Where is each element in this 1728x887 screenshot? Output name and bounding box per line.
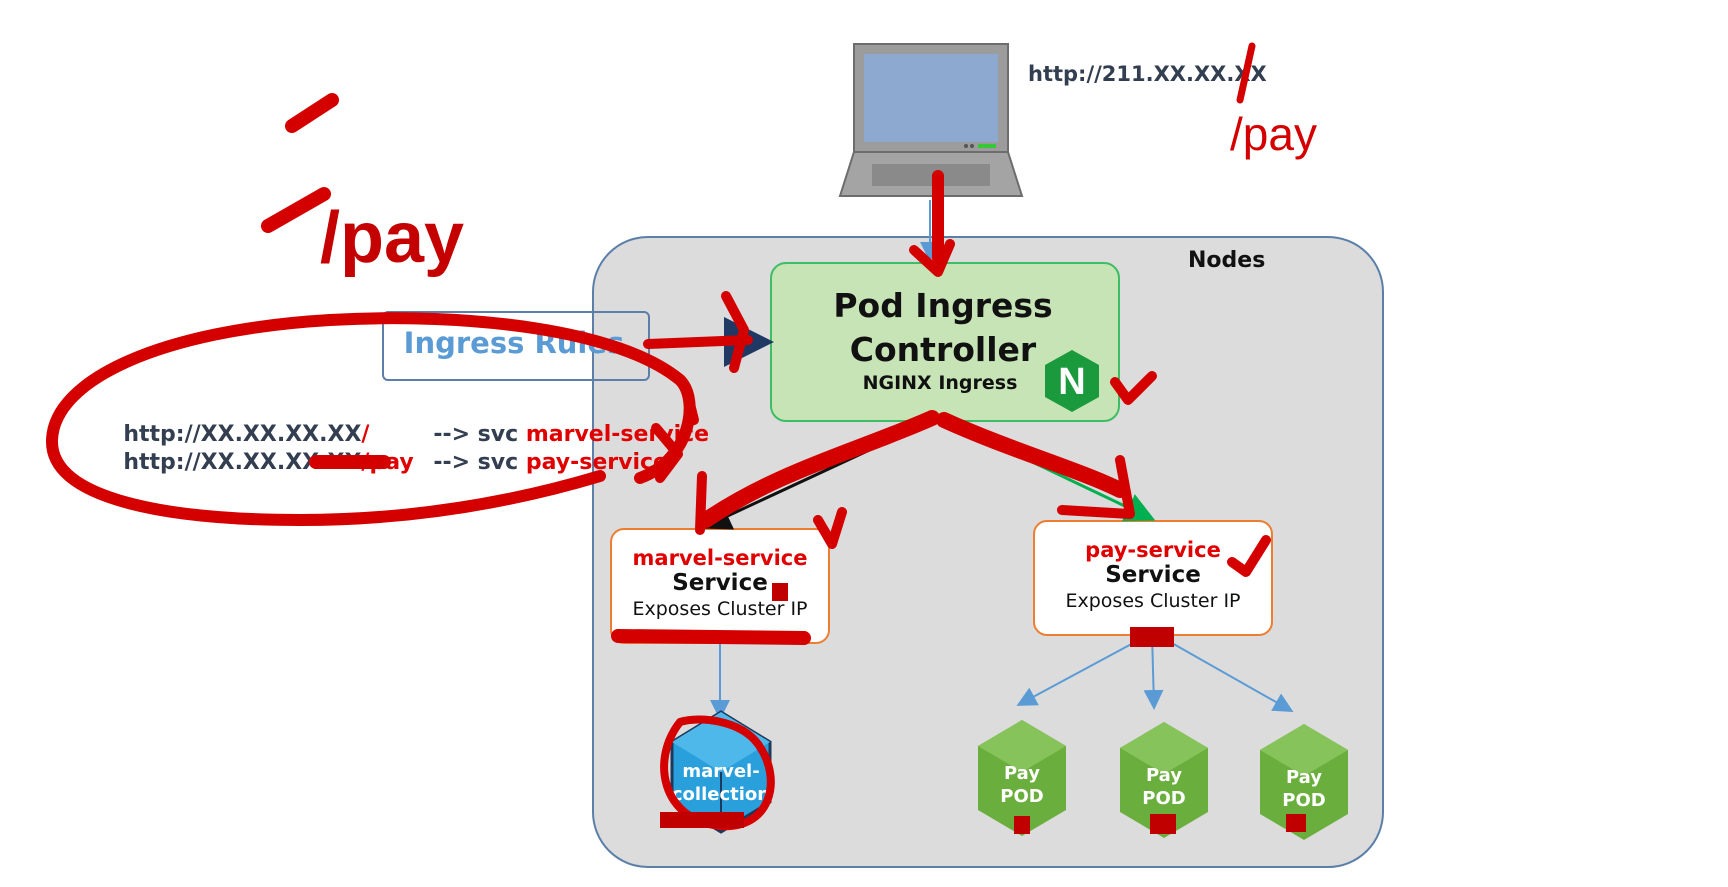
marvel-service-type: Service	[672, 570, 768, 596]
nodes-label: Nodes	[1188, 248, 1266, 273]
rule-1-arrow: --> svc	[433, 422, 519, 447]
rule-1-path: /	[361, 422, 370, 447]
rule-1-host: http://XX.XX.XX.XX	[123, 422, 362, 447]
pay-service-desc: Exposes Cluster IP	[1065, 590, 1241, 612]
handwritten-pay-left: /pay	[320, 198, 464, 278]
ingress-controller-title: Pod Ingress Controller	[833, 286, 1053, 369]
nginx-logo-icon: N	[1045, 350, 1099, 412]
rule-row-1: http://XX.XX.XX.XX/	[108, 397, 369, 447]
pay-pod-icon-1	[978, 720, 1066, 836]
arrow-pay-to-pod-1	[1016, 633, 1151, 706]
laptop-url-label: http://211.XX.XX.XX	[1028, 62, 1267, 86]
pay-pod-label-1: Pay POD	[1000, 763, 1044, 807]
svg-text:N: N	[1058, 361, 1085, 403]
pay-service-box: pay-service Service Exposes Cluster IP	[1033, 520, 1273, 636]
arrow-pay-to-pod-3	[1155, 633, 1294, 712]
pay-pod-icon-2	[1120, 722, 1208, 838]
annotation-lasso	[45, 312, 696, 526]
pay-pod-label-3: Pay POD	[1282, 767, 1326, 811]
marvel-service-box: marvel-service Service Exposes Cluster I…	[610, 528, 830, 644]
rule-2-arrow: --> svc	[433, 450, 519, 475]
marvel-pod-label: marvel- collection	[671, 761, 771, 805]
marvel-service-desc: Exposes Cluster IP	[632, 598, 808, 620]
ingress-controller-subtitle: NGINX Ingress	[862, 372, 1018, 394]
pay-pod-icon-3	[1260, 724, 1348, 840]
marvel-collection-pod-icon	[670, 710, 772, 834]
pay-service-name: pay-service	[1085, 538, 1221, 562]
handwritten-pay-right: /pay	[1230, 108, 1317, 160]
marvel-service-name: marvel-service	[632, 546, 808, 570]
laptop-icon	[838, 43, 1024, 197]
pay-pod-label-2: Pay POD	[1142, 765, 1186, 809]
pay-service-type: Service	[1105, 562, 1201, 588]
